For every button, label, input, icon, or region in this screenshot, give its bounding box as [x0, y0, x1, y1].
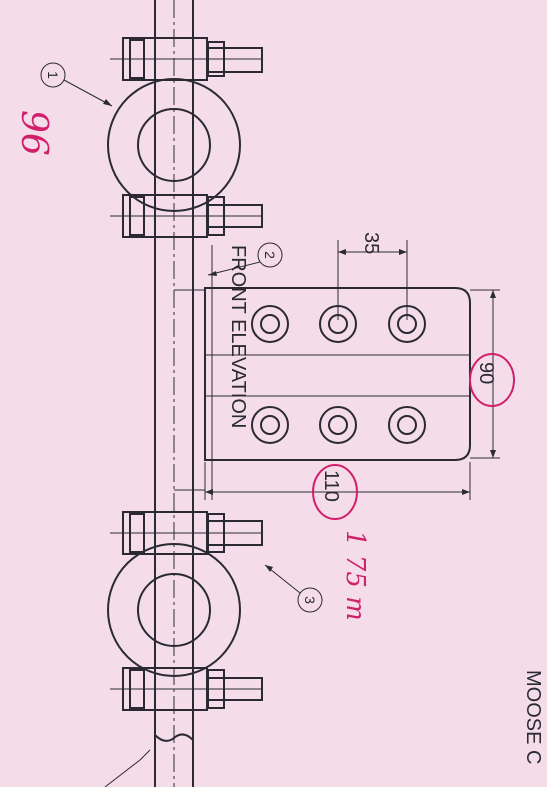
balloon-3: 3 — [264, 564, 323, 613]
bracket-plate — [204, 287, 471, 461]
dimension-35: 35 — [337, 232, 408, 320]
handwritten-score: 96 — [13, 110, 54, 156]
dimension-90: 90 — [469, 289, 515, 459]
lower-clamp — [107, 511, 263, 711]
balloon-1-label: 1 — [45, 71, 61, 79]
upper-clamp — [107, 37, 263, 238]
main-rod — [154, 0, 205, 787]
dimension-110: 110 — [204, 462, 471, 520]
balloon-1: 1 — [40, 62, 113, 107]
rod-break — [104, 733, 194, 787]
balloon-2: 2 — [207, 242, 283, 276]
dim-90-label: 90 — [475, 362, 497, 384]
dim-110-label: 110 — [320, 470, 342, 502]
balloon-2-label: 2 — [262, 251, 278, 259]
front-elevation-title: FRONT ELEVATION — [227, 245, 249, 428]
dim-35-label: 35 — [360, 232, 382, 254]
handwritten-note: 1 75 m — [340, 530, 370, 621]
bolt-holes — [251, 305, 426, 444]
title-block-text: MOOSE C — [522, 670, 544, 764]
balloon-3-label: 3 — [302, 596, 318, 604]
view-title: FRONT ELEVATION — [211, 245, 249, 500]
